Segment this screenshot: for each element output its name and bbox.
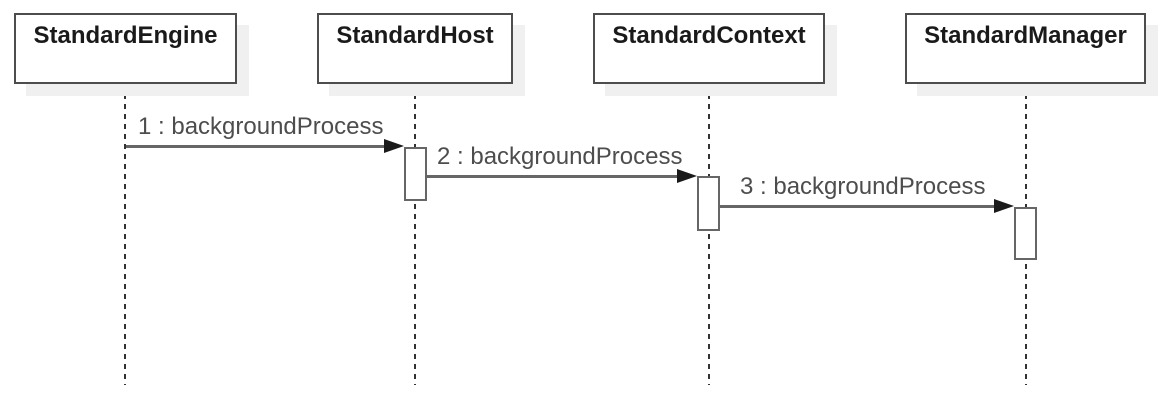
actor-label: StandardContext [612,22,806,49]
message-arrowhead [677,169,697,183]
actor-standard-engine: StandardEngine [14,13,237,84]
message-line [427,175,691,178]
activation-bar-standard-manager [1014,207,1037,260]
actor-standard-host: StandardHost [317,13,513,84]
actor-standard-context: StandardContext [593,13,825,84]
activation-bar-standard-context [697,176,720,231]
message-line [126,145,398,148]
lifeline-standard-host [414,84,416,385]
activation-bar-standard-host [404,147,427,201]
actor-standard-manager: StandardManager [905,13,1146,84]
actor-label: StandardHost [336,22,494,49]
actor-label: StandardEngine [33,22,218,49]
actor-label: StandardManager [924,22,1127,49]
message-arrowhead [994,199,1014,213]
lifeline-standard-context [708,84,710,385]
message-label: 3 : backgroundProcess [740,173,986,200]
message-arrowhead [384,139,404,153]
lifeline-standard-engine [124,84,126,385]
message-line [720,205,1008,208]
message-label: 1 : backgroundProcess [138,113,384,140]
message-label: 2 : backgroundProcess [437,143,683,170]
